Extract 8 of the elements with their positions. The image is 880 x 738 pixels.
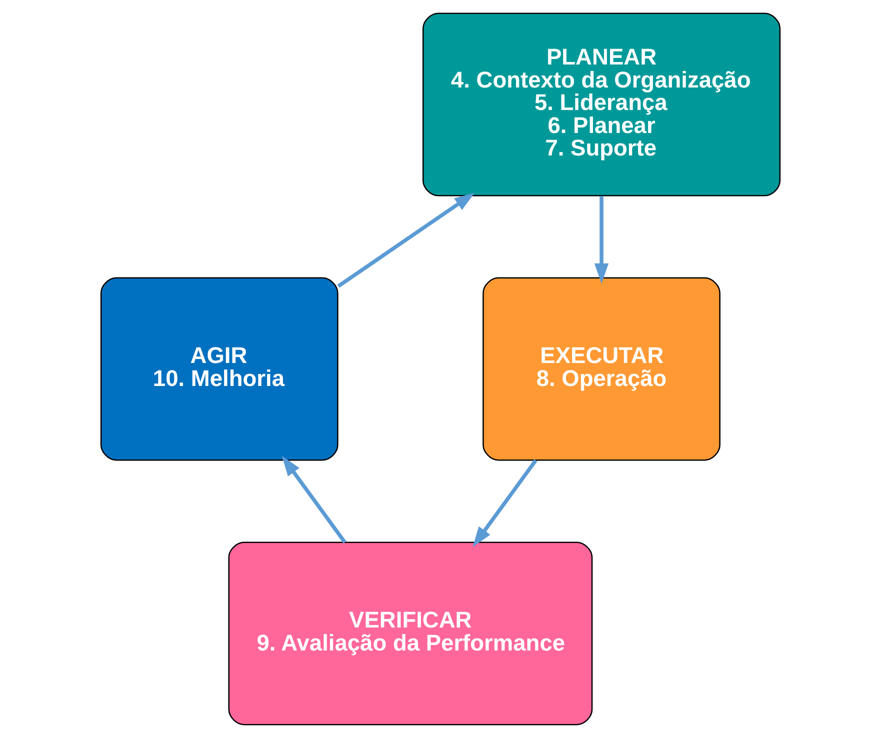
arrow: [336, 192, 474, 288]
arrow: [281, 456, 346, 544]
arrow: [594, 196, 608, 284]
node-box: VERIFICAR 9. Avaliação da Performance: [228, 542, 592, 726]
node-box: PLANEAR 4. Contexto da Organização 5. Liderança 6. Planear 7. Suporte: [422, 12, 780, 196]
node-box: AGIR 10. Melhoria: [100, 277, 338, 461]
node-box: EXECUTAR 8. Operação: [482, 277, 720, 461]
arrow: [472, 459, 537, 547]
